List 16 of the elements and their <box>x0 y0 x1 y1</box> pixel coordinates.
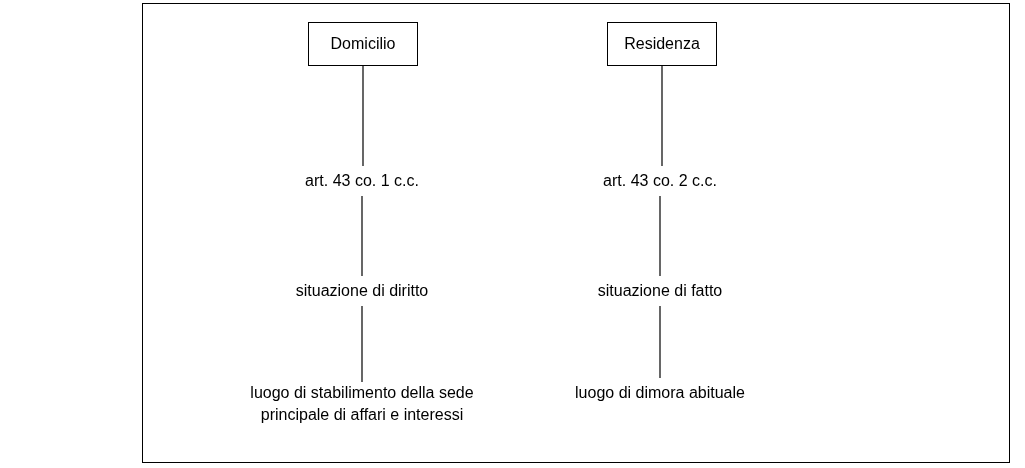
connector-line <box>361 305 363 383</box>
term-box <box>607 22 717 66</box>
description-text: luogo di dimora abituale <box>550 382 770 404</box>
description-text: art. 43 co. 2 c.c. <box>570 170 750 192</box>
connector-line <box>361 195 363 277</box>
description-text: art. 43 co. 1 c.c. <box>272 170 452 192</box>
connector-line <box>661 65 663 167</box>
connector-line <box>659 305 661 379</box>
term-label: Domicilio <box>330 35 396 52</box>
connector-line <box>362 65 364 167</box>
term-label: Residenza <box>624 35 700 52</box>
connector-line <box>659 195 661 277</box>
description-text: situazione di fatto <box>560 280 760 302</box>
description-text: situazione di diritto <box>252 280 472 302</box>
description-text: luogo di stabilimento della sede principale di affari e interessi <box>232 382 492 426</box>
term-box <box>308 22 418 66</box>
